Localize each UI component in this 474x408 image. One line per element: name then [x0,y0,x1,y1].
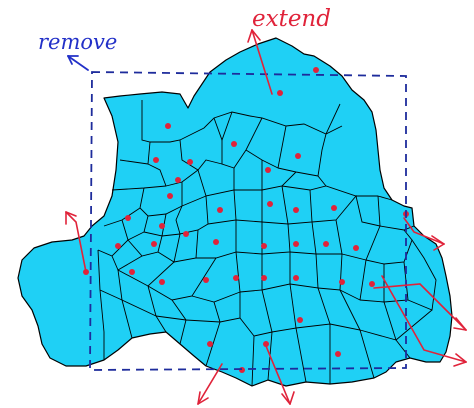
voronoi-edges [97,100,437,387]
remove-label: remove [38,30,117,54]
dashed-bounding-frame [89,71,407,371]
arrow-left [65,211,87,273]
arrow-right-top [403,217,445,251]
extend-arrows [65,29,467,405]
arrow-bottom-middle [265,345,295,405]
arrow-bottom-left [197,363,223,405]
region-outline [17,37,453,387]
extend-label: extend [252,6,331,32]
arrow-right-bottom [381,275,467,367]
arrow-top [247,29,273,95]
arrow-right-middle [373,283,467,331]
remove-annotation [67,55,89,71]
